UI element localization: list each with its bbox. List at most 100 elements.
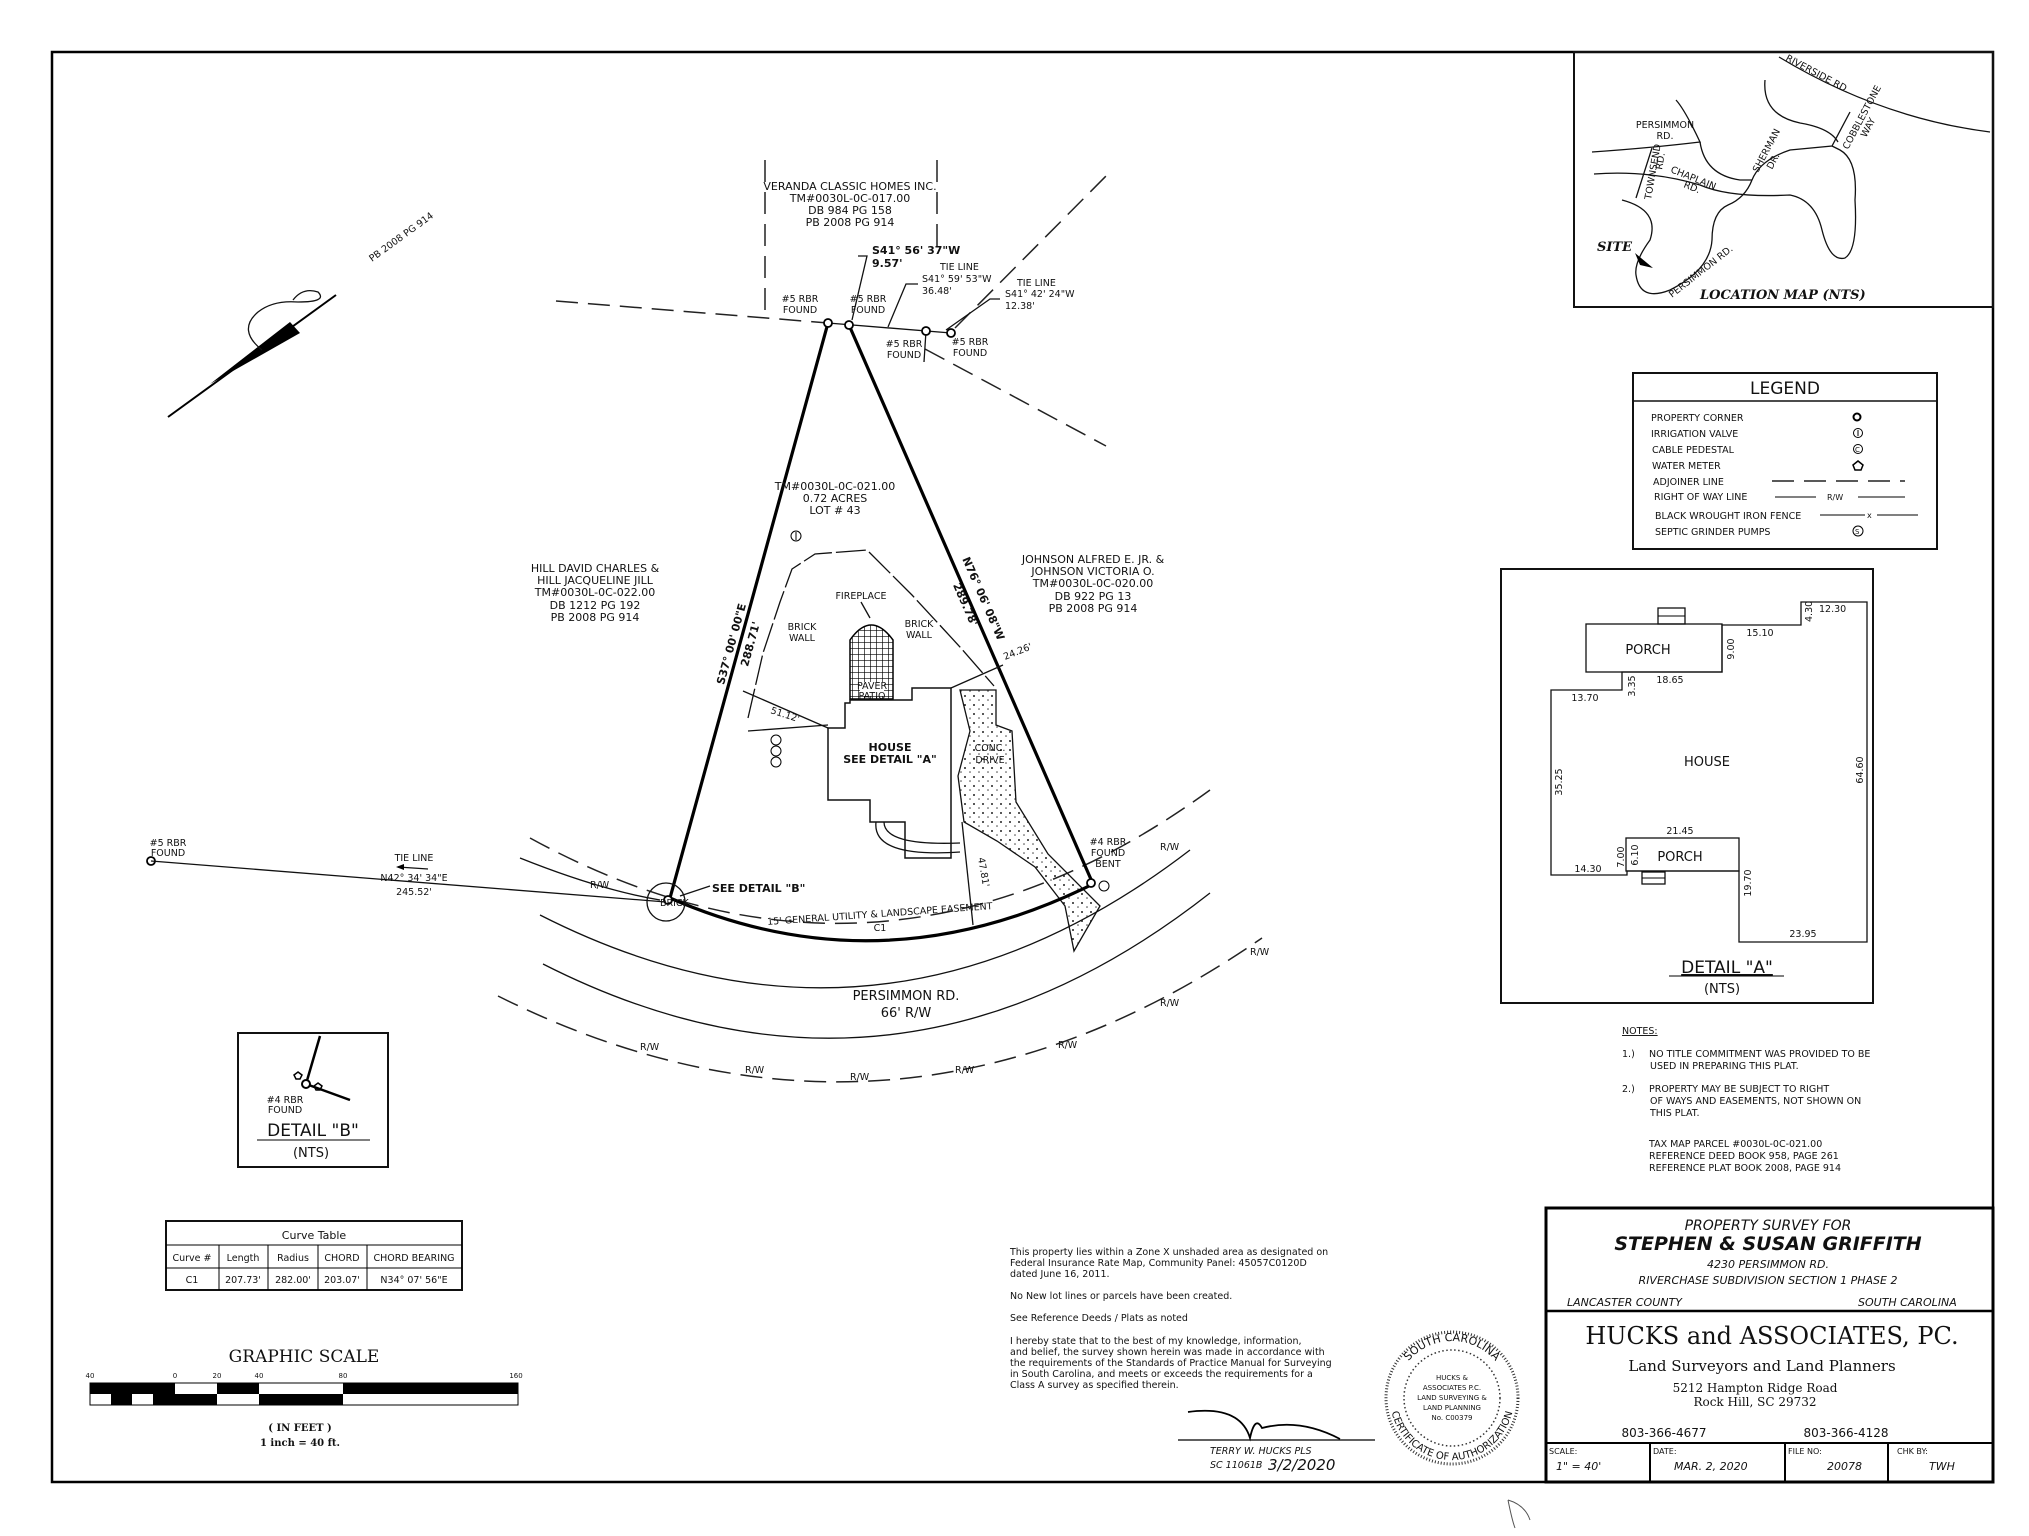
svg-text:R/W: R/W — [1827, 493, 1843, 502]
client-name: STEPHEN & SUSAN GRIFFITH — [1614, 1233, 1921, 1255]
svg-text:SOUTH CAROLINA: SOUTH CAROLINA — [1401, 1331, 1503, 1364]
brick-wall-label: BRICK — [905, 619, 935, 630]
svg-text:14.30: 14.30 — [1574, 864, 1601, 875]
svg-text:CHK BY:: CHK BY: — [1897, 1447, 1928, 1456]
svg-text:#5 RBR: #5 RBR — [782, 294, 819, 305]
svg-text:Radius: Radius — [277, 1253, 309, 1264]
svg-text:1" = 40': 1" = 40' — [1556, 1460, 1601, 1473]
svg-text:C1: C1 — [186, 1275, 199, 1286]
surveyor-signature — [1187, 1409, 1341, 1442]
property-corner-icons — [146, 318, 1096, 905]
svg-text:0: 0 — [173, 1372, 177, 1380]
location-map-title: LOCATION MAP (NTS) — [1699, 288, 1866, 303]
svg-text:PB 2008 PG 914: PB 2008 PG 914 — [806, 216, 895, 229]
svg-text:IRRIGATION VALVE: IRRIGATION VALVE — [1651, 429, 1738, 440]
svg-text:23.95: 23.95 — [1789, 929, 1816, 940]
svg-text:CABLE PEDESTAL: CABLE PEDESTAL — [1652, 445, 1735, 456]
svg-text:TM#0030L-0C-021.00: TM#0030L-0C-021.00 — [774, 480, 895, 493]
svg-text:R/W: R/W — [640, 1042, 660, 1053]
svg-text:FOUND: FOUND — [851, 305, 885, 316]
svg-text:0.72 ACRES: 0.72 ACRES — [803, 492, 868, 505]
svg-text:80: 80 — [339, 1372, 348, 1380]
phone-1: 803-366-4677 — [1621, 1426, 1706, 1440]
svg-text:40: 40 — [86, 1372, 95, 1380]
svg-text:6.10: 6.10 — [1630, 844, 1641, 865]
svg-text:ADJOINER LINE: ADJOINER LINE — [1653, 477, 1724, 488]
svg-text:ASSOCIATES P.C.: ASSOCIATES P.C. — [1423, 1384, 1481, 1392]
svg-text:RIVERSIDE RD.: RIVERSIDE RD. — [1784, 53, 1852, 96]
svg-text:RD.: RD. — [1654, 152, 1668, 171]
detail-b-title: DETAIL "B" — [267, 1121, 359, 1141]
svg-text:13.70: 13.70 — [1571, 693, 1598, 704]
lot-boundary — [668, 322, 1095, 943]
cable-pedestal-icon — [1853, 444, 1863, 454]
svg-text:Federal Insurance Rate Map, Co: Federal Insurance Rate Map, Community Pa… — [1010, 1258, 1307, 1269]
svg-text:DATE:: DATE: — [1653, 1447, 1677, 1456]
svg-text:R/W: R/W — [745, 1065, 765, 1076]
site-label: SITE — [1597, 240, 1633, 255]
svg-text:PERSIMMON: PERSIMMON — [1636, 120, 1694, 131]
svg-text:245.52': 245.52' — [396, 887, 432, 898]
svg-text:35.25: 35.25 — [1554, 768, 1565, 795]
see-detail-b-link[interactable]: SEE DETAIL "B" — [712, 882, 805, 895]
svg-text:203.07': 203.07' — [324, 1275, 360, 1286]
north-arrow: PB 2008 PG 914 — [167, 210, 436, 418]
svg-text:in South Carolina, and meets o: in South Carolina, and meets or exceeds … — [1010, 1369, 1313, 1380]
svg-text:PORCH: PORCH — [1657, 850, 1702, 865]
svg-text:JOHNSON ALFRED E. JR. &: JOHNSON ALFRED E. JR. & — [1021, 553, 1165, 566]
svg-text:#5 RBR: #5 RBR — [952, 337, 989, 348]
svg-text:DRIVE: DRIVE — [975, 755, 1004, 766]
svg-text:This property lies within a Zo: This property lies within a Zone X unsha… — [1009, 1247, 1328, 1258]
svg-text:NOTES:: NOTES: — [1622, 1026, 1658, 1037]
svg-text:15.10: 15.10 — [1746, 628, 1773, 639]
walkway — [875, 821, 961, 854]
svg-text:SEPTIC GRINDER PUMPS: SEPTIC GRINDER PUMPS — [1655, 527, 1770, 538]
rw-labels: R/W R/W R/W R/W R/W R/W R/W R/W R/W — [590, 842, 1270, 1083]
svg-text:FOUND: FOUND — [151, 848, 185, 859]
svg-text:TWH: TWH — [1929, 1460, 1955, 1473]
west-rbr-label: #5 RBR — [150, 838, 187, 849]
svg-text:PROPERTY CORNER: PROPERTY CORNER — [1651, 413, 1744, 424]
title-block: PROPERTY SURVEY FOR STEPHEN & SUSAN GRIF… — [1544, 1206, 1995, 1484]
road-name: PERSIMMON RD. — [853, 989, 960, 1004]
svg-text:N34° 07' 56"E: N34° 07' 56"E — [380, 1275, 447, 1286]
svg-text:Rock Hill, SC 29732: Rock Hill, SC 29732 — [1693, 1395, 1816, 1409]
svg-text:LOT # 43: LOT # 43 — [809, 504, 860, 517]
svg-text:PATIO: PATIO — [859, 691, 886, 702]
svg-text:WALL: WALL — [789, 633, 816, 644]
svg-text:and belief, the survey shown h: and belief, the survey shown herein was … — [1010, 1347, 1325, 1358]
property-corner-icon — [1852, 412, 1862, 422]
tie-line-1-label: TIE LINE — [939, 262, 979, 273]
sheet-border — [50, 50, 1995, 1484]
svg-text:20: 20 — [213, 1372, 222, 1380]
svg-text:R/W: R/W — [850, 1072, 870, 1083]
graphic-scale: GRAPHIC SCALE 40 0 20 40 80 160 ( IN FEE… — [86, 1347, 523, 1449]
svg-text:SOUTH CAROLINA: SOUTH CAROLINA — [1858, 1296, 1957, 1309]
brick-wall-label: BRICK — [788, 622, 818, 633]
svg-text:OF WAYS AND EASEMENTS, NOT SHO: OF WAYS AND EASEMENTS, NOT SHOWN ON — [1650, 1096, 1861, 1107]
svg-text:R/W: R/W — [1250, 947, 1270, 958]
detail-b: #4 RBR FOUND DETAIL "B" (NTS) — [237, 1032, 389, 1168]
svg-text:REFERENCE PLAT BOOK 2008, PAGE: REFERENCE PLAT BOOK 2008, PAGE 914 — [1649, 1163, 1841, 1174]
detail-b-callout-circle — [646, 882, 686, 922]
svg-text:CHORD BEARING: CHORD BEARING — [373, 1253, 454, 1264]
tie-line-1-distance: 36.48' — [922, 286, 952, 297]
svg-text:BENT: BENT — [1095, 859, 1121, 870]
septic-pump-icon — [1852, 525, 1864, 537]
west-tie-line — [150, 860, 667, 903]
svg-text:18.65: 18.65 — [1656, 675, 1683, 686]
svg-text:FOUND: FOUND — [1091, 848, 1125, 859]
svg-text:Curve Table: Curve Table — [282, 1229, 347, 1242]
patio-label: PAVER — [857, 681, 888, 692]
svg-text:#4 RBR: #4 RBR — [267, 1095, 304, 1106]
road-row-width: 66' R/W — [881, 1006, 932, 1021]
svg-text:Class A survey as specified: Class A survey as specified therein. — [1010, 1380, 1179, 1391]
svg-text:VERANDA CLASSIC HOMES INC.: VERANDA CLASSIC HOMES INC. — [763, 180, 936, 193]
svg-text:DB 922 PG 13: DB 922 PG 13 — [1055, 590, 1132, 603]
svg-text:SEE DETAIL "A": SEE DETAIL "A" — [843, 753, 937, 766]
legend: LEGEND PROPERTY CORNER IRRIGATION VALVE … — [1632, 372, 1938, 550]
signature-date: 3/2/2020 — [1268, 1456, 1335, 1474]
tie-line-2-label: TIE LINE — [1016, 278, 1056, 289]
svg-text:FOUND: FOUND — [887, 350, 921, 361]
